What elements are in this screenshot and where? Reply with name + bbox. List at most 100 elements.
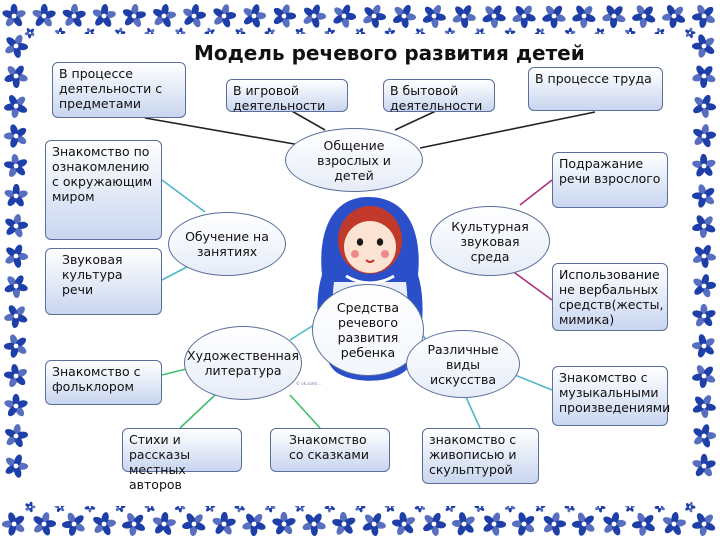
box-nonverbal: Использование не вербальных средств(жест… [552, 263, 668, 331]
box-folklore-text: Знакомство с фольклором [52, 364, 141, 394]
gzhel-flower-icon [691, 334, 715, 358]
gzhel-flower-icon [3, 364, 27, 388]
gzhel-flower-icon [5, 454, 29, 478]
oval-arts: Различные виды искусства [406, 330, 520, 398]
box-environment-familiarization: Знакомство по ознакомлению с окружающим … [45, 140, 162, 240]
gzhel-flower-icon [571, 512, 595, 536]
gzhel-flower-icon [603, 512, 627, 536]
gzhel-flower-icon [692, 65, 716, 89]
box-fairy-tales-text: Знакомство со сказками [289, 432, 369, 462]
gzhel-flower-icon [692, 153, 716, 177]
gzhel-flower-icon [693, 274, 717, 298]
gzhel-flower-icon [693, 124, 717, 148]
box-fairy-tales: Знакомство со сказками [270, 428, 390, 472]
gzhel-flower-icon [4, 65, 28, 89]
gzhel-flower-icon [693, 424, 717, 448]
gzhel-flower-icon [692, 513, 716, 537]
gzhel-flower-icon [24, 28, 36, 39]
box-sound-culture-speech-text: Звуковая культура речи [62, 252, 123, 297]
gzhel-flower-icon [62, 3, 86, 27]
gzhel-flower-icon [602, 5, 626, 29]
box-environment-familiarization-text: Знакомство по ознакомлению с окружающим … [52, 144, 153, 204]
gzhel-flower-icon [692, 303, 716, 327]
gzhel-flower-icon [4, 305, 28, 329]
connector-household [394, 109, 439, 131]
gzhel-flower-icon [5, 214, 29, 238]
gzhel-flower-icon [631, 512, 655, 536]
box-folklore: Знакомство с фольклором [45, 360, 162, 405]
gzhel-flower-icon [451, 512, 475, 536]
gzhel-flower-icon [183, 4, 207, 28]
gzhel-flower-icon [691, 34, 715, 58]
oval-lessons-text: Обучение на занятиях [185, 229, 269, 259]
oval-fiction-text: Художественная литература [187, 348, 299, 378]
oval-sound-culture-text: Культурная звуковая среда [451, 218, 529, 264]
gzhel-flower-icon [1, 512, 25, 536]
oval-communication-text: Общение взрослых и детей [317, 137, 391, 183]
connector-play [289, 109, 326, 131]
gzhel-flower-icon [693, 94, 717, 118]
gzhel-flower-icon [512, 5, 536, 29]
box-household-activity: В бытовой деятельности [383, 79, 495, 113]
gzhel-flower-icon [511, 512, 535, 536]
gzhel-flower-icon [272, 511, 296, 535]
gzhel-flower-icon [685, 501, 696, 513]
gzhel-flower-icon [691, 184, 715, 208]
box-activity-objects-text: В процессе деятельности с предметами [59, 66, 163, 111]
gzhel-flower-icon [662, 512, 686, 536]
gzhel-flower-icon [333, 4, 357, 28]
gzhel-flower-icon [212, 511, 236, 535]
oval-center-text: Средства речевого развития ребенка [336, 300, 400, 360]
gzhel-flower-icon [4, 95, 28, 119]
gzhel-flower-icon [692, 244, 716, 268]
box-labor: В процессе труда [528, 67, 663, 111]
gzhel-flower-icon [3, 334, 27, 358]
connector-activity-objects [144, 117, 301, 146]
gzhel-flower-icon [182, 513, 206, 537]
gzhel-flower-icon [303, 4, 327, 28]
gzhel-flower-icon [3, 124, 27, 148]
box-sound-culture-speech: Звуковая культура речи [45, 248, 162, 315]
gzhel-flower-icon [33, 512, 57, 536]
box-music: Знакомство с музыкальными произведениями [552, 366, 670, 426]
oval-center: Средства речевого развития ребенка [312, 284, 424, 376]
gzhel-flower-icon [4, 183, 28, 207]
gzhel-flower-icon [662, 5, 686, 29]
gzhel-flower-icon [362, 513, 386, 537]
connector-env [161, 179, 206, 213]
oval-communication: Общение взрослых и детей [285, 128, 423, 192]
gzhel-flower-icon [692, 453, 716, 477]
box-local-poems-text: Стихи и рассказы местных авторов [129, 432, 191, 492]
box-imitation-text: Подражание речи взрослого [559, 156, 661, 186]
box-activity-objects: В процессе деятельности с предметами [52, 62, 186, 118]
gzhel-flower-icon [422, 5, 446, 29]
oval-lessons: Обучение на занятиях [168, 212, 286, 276]
box-nonverbal-text: Использование не вербальных средств(жест… [559, 267, 664, 327]
gzhel-flower-icon [93, 512, 117, 536]
connector-poems [179, 394, 216, 429]
gzhel-flower-icon [482, 5, 506, 29]
gzhel-flower-icon [5, 424, 29, 448]
page-title: Модель речевого развития детей [194, 41, 585, 65]
gzhel-flower-icon [691, 4, 715, 28]
gzhel-flower-icon [2, 3, 26, 27]
gzhel-flower-icon [92, 3, 116, 27]
gzhel-flower-icon [632, 5, 656, 29]
gzhel-flower-icon [213, 4, 237, 28]
watermark-text: © vk.com/... [296, 381, 321, 386]
gzhel-flower-icon [692, 395, 716, 419]
gzhel-flower-icon [393, 4, 417, 28]
gzhel-flower-icon [483, 512, 507, 536]
box-household-activity-text: В бытовой деятельности [390, 83, 483, 113]
gzhel-flower-icon [242, 513, 266, 537]
gzhel-flower-icon [32, 3, 56, 27]
gzhel-flower-icon [4, 393, 28, 417]
gzhel-flower-icon [4, 153, 28, 177]
gzhel-flower-icon [4, 275, 28, 299]
gzhel-flower-icon [273, 4, 297, 28]
connector-imitation [519, 179, 553, 206]
gzhel-flower-icon [692, 365, 716, 389]
oval-fiction: Художественная литература [184, 326, 302, 400]
gzhel-flower-icon [5, 244, 29, 268]
gzhel-flower-icon [423, 512, 447, 536]
